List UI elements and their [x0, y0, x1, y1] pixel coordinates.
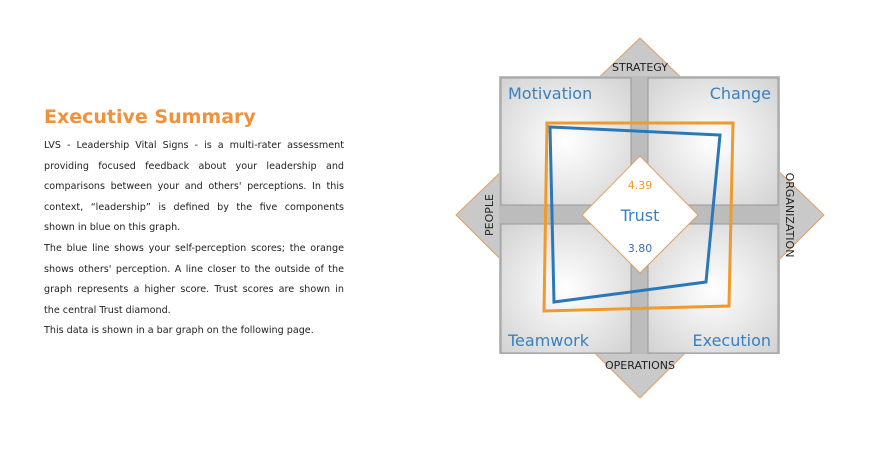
quadrant-label-change: Change	[710, 84, 771, 103]
quadrant-label-execution: Execution	[692, 331, 771, 350]
summary-paragraph-2: The blue line shows your self-perception…	[44, 242, 344, 316]
others-perception-line	[542, 121, 735, 313]
quadrant-motivation	[500, 77, 632, 206]
summary-paragraph-3: This data is shown in a bar graph on the…	[44, 325, 314, 337]
executive-summary: Executive Summary LVS - Leadership Vital…	[44, 106, 344, 342]
trust-diamond	[581, 155, 699, 274]
trust-label: Trust	[620, 206, 660, 225]
axis-label-people: PEOPLE	[483, 194, 496, 236]
axis-label-organization: ORGANIZATION	[783, 173, 796, 258]
summary-paragraph-1: LVS - Leadership Vital Signs - is a mult…	[44, 140, 344, 234]
axis-label-strategy: STRATEGY	[612, 61, 668, 74]
quadrant-change	[647, 77, 779, 206]
quadrant-label-teamwork: Teamwork	[507, 331, 590, 350]
self-perception-line	[548, 125, 722, 304]
quadrant-teamwork	[500, 223, 632, 354]
summary-title: Executive Summary	[44, 106, 256, 128]
quadrant-label-motivation: Motivation	[508, 84, 592, 103]
axis-label-operations: OPERATIONS	[605, 359, 675, 372]
quadrant-execution	[647, 223, 779, 354]
trust-others-score: 4.39	[628, 179, 653, 192]
trust-self-score: 3.80	[628, 242, 653, 255]
